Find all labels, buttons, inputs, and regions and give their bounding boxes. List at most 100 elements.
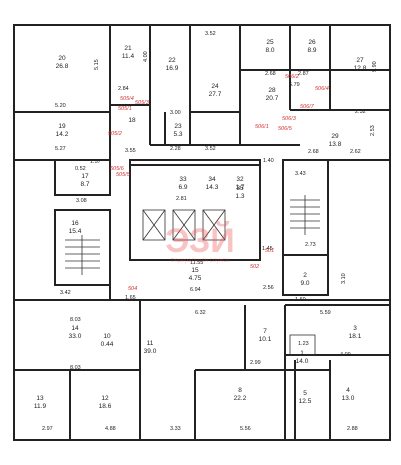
dim-d_488: 4.88 [105,426,116,432]
dim-d_160: 1.60 [295,297,306,303]
tag-506-7: 506/7 [300,104,315,110]
room-area-34: 14.3 [206,184,219,191]
dim-d_632: 6.32 [195,310,206,316]
room-area-1: 14.0 [296,358,309,365]
room-area-14: 33.0 [69,333,82,340]
dim-d_262: 2.62 [350,149,361,155]
tag-506-3: 506/3 [282,116,297,122]
dim-d_268b: 2.68 [308,149,319,155]
room-area-25: 8.0 [265,47,274,54]
dim-d_333: 3.33 [170,426,181,432]
room-number-18: 18 [128,117,136,124]
dim-d_400: 4.00 [143,51,149,62]
dim-d_228: 2.28 [170,146,181,152]
dim-d_556: 5.56 [240,426,251,432]
tag-505-3: 505/3 [135,100,150,106]
dim-d_165: 1.65 [125,295,136,301]
room-area-8: 22.2 [234,395,247,402]
watermark-sub: Федеральная служба [170,258,230,264]
room-number-20: 20 [58,55,66,62]
room-area-19: 14.2 [56,131,69,138]
dim-d_140: 1.40 [263,158,274,164]
room-number-24: 24 [211,83,219,90]
room-area-5: 12.5 [299,398,312,405]
dim-d_342: 3.42 [60,290,71,296]
room-number-13: 13 [36,395,44,402]
room-number-4: 4 [346,387,350,394]
dim-d_520: 5.20 [55,103,66,109]
dim-d_694: 6.94 [190,287,201,293]
dim-d_590: 5.90 [372,61,378,72]
stair-left [65,235,100,275]
room-number-11: 11 [147,340,154,347]
room-number-5: 5 [303,390,307,397]
tag-505-1: 505/1 [118,106,132,112]
room-number-33: 33 [179,176,187,183]
dim-d_284: 2.84 [118,86,129,92]
room-number-32: 32 [236,176,244,183]
dim-d_281: 2.81 [176,196,187,202]
room-number-22: 22 [168,57,176,64]
room-area-24: 27.7 [209,91,222,98]
stair-right [290,195,320,235]
room-area-17: 8.7 [80,181,89,188]
room-number-2: 2 [303,272,307,279]
dim-d_288: 2.88 [347,426,358,432]
room-number-14: 14 [71,325,79,332]
tag-501: 501 [265,248,274,254]
dim-d_527: 5.27 [55,146,66,152]
dim-d_352top: 3.52 [205,31,216,37]
room-area-13: 11.9 [34,403,47,410]
tag-505-6: 505/6 [110,166,125,172]
tag-506-4: 506/4 [315,86,329,92]
dim-d_352b: 3.52 [205,146,216,152]
tag-504: 504 [128,286,137,292]
dim-d_308: 3.08 [76,198,87,204]
dim-d_145: 1.45 [262,246,273,252]
room-area-11: 39.0 [144,348,157,355]
room-area-23: 5.3 [173,131,182,138]
room-number-1: 1 [300,350,304,357]
dim-d_355: 3.55 [125,148,136,154]
room-area-35: 1.3 [235,193,244,200]
dim-d_273: 2.73 [305,242,316,248]
dim-d_803a: 8.03 [70,317,81,323]
dim-d_579: 5.79 [289,82,300,88]
room-number-19: 19 [58,123,66,130]
room-area-2: 9.0 [300,280,309,287]
room-area-33: 6.9 [178,184,187,191]
room-number-23: 23 [174,123,182,130]
room-number-35: 35 [236,185,244,192]
dim-d_268: 2.68 [265,71,276,77]
dim-d_515: 5.15 [94,59,100,70]
dim-d_287: 2.87 [298,71,309,77]
dim-d_297: 2.97 [42,426,53,432]
room-number-3: 3 [353,325,357,332]
tag-505-5: 505/5 [116,172,131,178]
tag-506-5: 506/5 [278,126,293,132]
room-number-10: 10 [103,333,111,340]
dimension-labels: 5.205.275.152.843.554.003.002.283.523.52… [42,31,378,432]
dim-d_157: 1.57 [90,159,101,165]
room-area-3: 18.1 [349,333,362,340]
room-number-8: 8 [238,387,242,394]
room-area-32: 1.7 [235,184,244,191]
tag-502: 502 [250,264,259,270]
room-number-15: 15 [191,267,199,274]
tag-506-1: 506/1 [255,124,269,130]
tag-505-2: 505/2 [108,131,122,137]
dim-d_310: 3.10 [341,273,347,284]
room-area-27: 12.8 [354,65,367,72]
dim-d_343: 3.43 [295,171,306,177]
room-number-12: 12 [101,395,109,402]
room-area-10: 0.44 [101,341,114,348]
room-tags: 505/4505/3505/1505/2506/1506/2506/4506/3… [108,74,329,292]
room-area-26: 8.9 [307,47,316,54]
room-number-28: 28 [268,87,276,94]
room-labels: 2026.82111.42216.92427.7258.0268.92712.8… [34,39,367,410]
tag-505-4: 505/4 [120,96,134,102]
watermark: ЭЗЙ [165,221,234,260]
room-area-20: 26.8 [56,63,69,70]
